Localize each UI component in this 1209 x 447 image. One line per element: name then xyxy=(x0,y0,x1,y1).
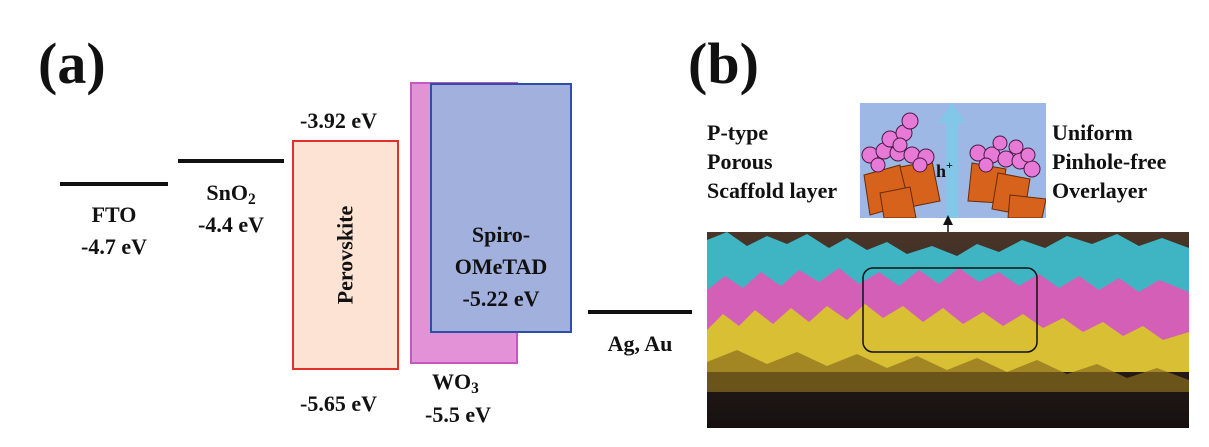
left-text-line-1: P-type xyxy=(707,120,769,145)
perovskite-box xyxy=(292,140,399,370)
sno2-label-main: SnO xyxy=(206,180,248,205)
electrode-label: Ag, Au xyxy=(607,331,673,356)
fto-level-line xyxy=(60,182,168,186)
fto-energy: -4.7 eV xyxy=(81,234,147,259)
sno2-label-sub: 2 xyxy=(247,190,256,208)
left-text-line-3: Scaffold layer xyxy=(707,178,838,203)
perovskite-label-wrap: Perovskite xyxy=(292,140,399,370)
wo3-label-main: WO xyxy=(432,369,472,394)
perovskite-crystals xyxy=(863,160,1046,218)
right-text-line-2: Pinhole-free xyxy=(1052,149,1167,174)
panel-b-label: (b) xyxy=(688,31,759,96)
spiro-spheres xyxy=(861,112,1041,178)
surface-morphology-image xyxy=(707,232,1189,428)
hole-transport-arrow xyxy=(938,103,966,218)
right-text-line-3: Overlayer xyxy=(1052,178,1148,203)
electrode-level-line xyxy=(588,310,692,314)
hole-carrier-label: h+ xyxy=(936,158,953,181)
inset-schematic: h+ xyxy=(860,103,1046,218)
yellow-layer xyxy=(707,304,1189,372)
hole-carrier-main: h xyxy=(936,161,946,181)
left-text-line-2: Porous xyxy=(707,149,773,174)
hole-carrier-sup: + xyxy=(946,158,953,172)
yellow-shadow-layer xyxy=(707,350,1189,392)
zoom-region-box xyxy=(862,267,1038,353)
sno2-level-line xyxy=(178,159,284,163)
perovskite-top-energy: -3.92 eV xyxy=(300,108,377,133)
perovskite-bottom-energy: -5.65 eV xyxy=(300,391,377,416)
wo3-label: WO3 xyxy=(432,369,479,397)
panel-a-label: (a) xyxy=(38,31,106,96)
right-text-line-1: Uniform xyxy=(1052,120,1133,145)
wo3-energy: -5.5 eV xyxy=(425,402,491,427)
spiro-box xyxy=(430,83,572,333)
fto-label: FTO xyxy=(91,202,137,227)
sno2-energy: -4.4 eV xyxy=(198,212,264,237)
spiro-label-line1: Spiro- xyxy=(471,222,531,247)
spiro-label-line2: OMeTAD xyxy=(454,254,548,279)
perovskite-label: Perovskite xyxy=(332,205,358,305)
sno2-label: SnO2 xyxy=(178,180,284,208)
wo3-label-sub: 3 xyxy=(471,379,479,397)
spiro-energy: -5.22 eV xyxy=(462,286,540,311)
